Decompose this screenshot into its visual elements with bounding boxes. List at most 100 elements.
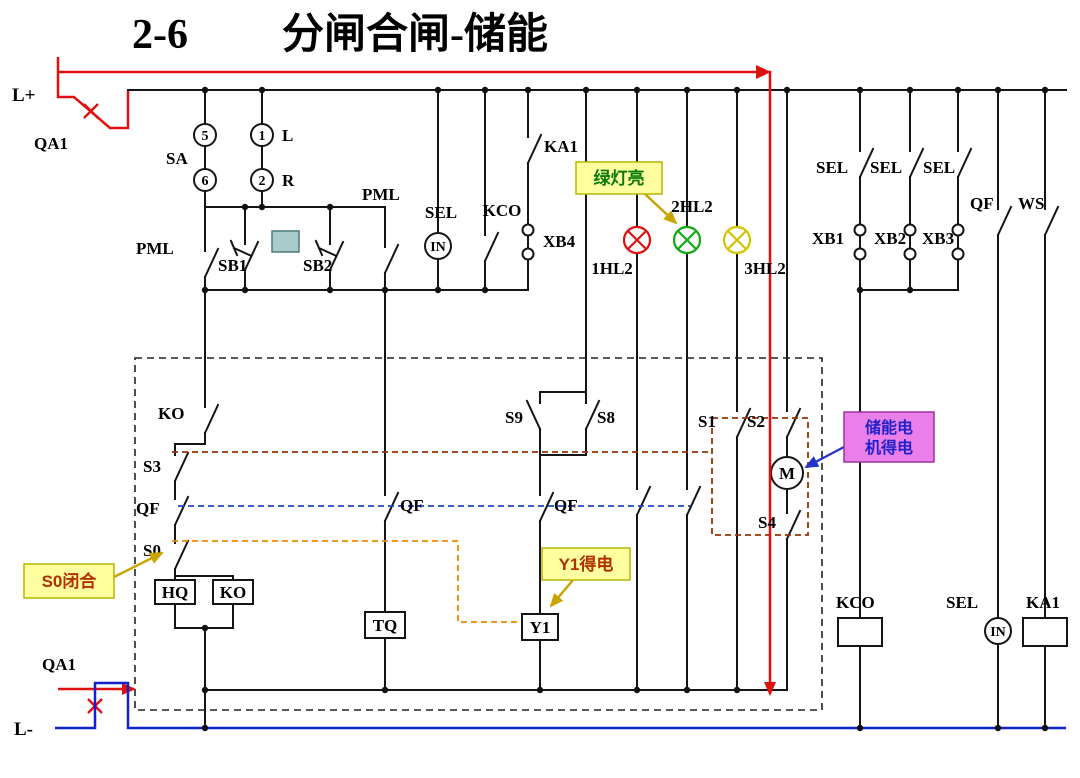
qa1-closed-x-top bbox=[82, 102, 100, 120]
label-sb1: SB1 bbox=[218, 256, 247, 275]
label-sel-1: SEL bbox=[816, 158, 848, 177]
coil-y1-label: Y1 bbox=[530, 618, 551, 637]
label-xb4: XB4 bbox=[543, 232, 576, 251]
label-sa-5: 5 bbox=[202, 129, 209, 144]
label-qf-mid: QF bbox=[554, 496, 578, 515]
indicator-in-bottom bbox=[984, 617, 1012, 645]
label-sa: SA bbox=[166, 149, 188, 168]
lamp-1hl2-red bbox=[622, 225, 652, 255]
contact-qf-left bbox=[174, 487, 189, 533]
qa1-breaker-red-path bbox=[56, 57, 130, 130]
green-lamp-callout-text: 绿灯亮 bbox=[594, 168, 645, 188]
label-pml-1: PML bbox=[136, 239, 174, 258]
label-s4: S4 bbox=[758, 513, 776, 532]
label-pml-2: PML bbox=[362, 185, 400, 204]
s0-callout-arrow bbox=[113, 551, 164, 579]
s1-s2-dashed-box bbox=[711, 417, 809, 536]
label-ka1-top: KA1 bbox=[544, 137, 578, 156]
coil-hq-box bbox=[154, 579, 196, 605]
motor-callout-arrow bbox=[804, 446, 845, 468]
label-xb1: XB1 bbox=[812, 229, 844, 248]
page-title: 分闸合闸-储能 bbox=[282, 11, 548, 58]
y1-callout-text: Y1得电 bbox=[559, 554, 614, 574]
components bbox=[154, 223, 1068, 647]
label-in-bottom: IN bbox=[990, 625, 1006, 640]
y1-callout-arrow bbox=[549, 579, 574, 608]
contact-ka1 bbox=[527, 125, 542, 171]
contact-sel-2 bbox=[909, 139, 924, 185]
label-sel-3: SEL bbox=[923, 158, 955, 177]
coil-kco-box bbox=[837, 617, 883, 647]
contact-ko bbox=[204, 395, 219, 441]
socket-xb3 bbox=[951, 223, 965, 261]
negative-rail bbox=[55, 681, 1066, 730]
label-qa1-bottom: QA1 bbox=[42, 655, 76, 674]
label-ka1-bottom: KA1 bbox=[1026, 593, 1060, 612]
mechanism-dashed-box bbox=[134, 357, 823, 711]
contact-s9 bbox=[526, 391, 541, 437]
label-s8: S8 bbox=[597, 408, 615, 427]
contact-sel-3 bbox=[957, 139, 972, 185]
coil-ko-label: KO bbox=[220, 583, 246, 602]
socket-xb1 bbox=[853, 223, 867, 261]
coil-hq-label: HQ bbox=[162, 583, 188, 602]
coil-ko-box bbox=[212, 579, 254, 605]
contact-s3 bbox=[174, 443, 189, 489]
coil-tq-box bbox=[364, 611, 406, 639]
s0-callout-text: S0闭合 bbox=[42, 571, 98, 591]
label-sa-2: 2 bbox=[259, 174, 266, 189]
sa-selector-switch bbox=[193, 123, 300, 253]
dashed-links bbox=[134, 357, 823, 711]
label-sb2: SB2 bbox=[303, 256, 332, 275]
label-sa-1: 1 bbox=[259, 129, 266, 144]
label-ko-contact: KO bbox=[158, 404, 184, 423]
label-qf-tq: QF bbox=[400, 496, 424, 515]
s0-callout-box bbox=[23, 563, 115, 599]
label-l-plus: L+ bbox=[12, 85, 36, 106]
label-sel-2: SEL bbox=[870, 158, 902, 177]
title-number: 2-6 bbox=[132, 12, 188, 58]
label-l-minus: L- bbox=[14, 719, 33, 740]
callouts: 绿灯亮 S0闭合 Y1得电 储能电 机得电 bbox=[23, 161, 935, 608]
label-s1: S1 bbox=[698, 412, 716, 431]
socket-xb2 bbox=[903, 223, 917, 261]
labels: 2-6 分闸合闸-储能 L+ L- QA1 QA1 SA 5 1 6 2 L R… bbox=[12, 11, 1060, 740]
label-qf-left: QF bbox=[136, 499, 160, 518]
label-3hl2: 3HL2 bbox=[744, 259, 786, 278]
link-line-orange bbox=[172, 540, 518, 623]
label-in-top: IN bbox=[430, 240, 446, 255]
label-kco-bottom: KCO bbox=[836, 593, 875, 612]
contact-pml-2 bbox=[384, 235, 399, 281]
lamp-2hl2-green bbox=[672, 225, 702, 255]
label-s2: S2 bbox=[747, 412, 765, 431]
label-s9: S9 bbox=[505, 408, 523, 427]
label-xb2: XB2 bbox=[874, 229, 906, 248]
button-cap-block bbox=[271, 230, 300, 253]
contact-ws bbox=[1044, 197, 1059, 243]
motor-m-label: M bbox=[779, 464, 795, 483]
indicator-in-top bbox=[424, 232, 452, 260]
contact-kco bbox=[484, 223, 499, 269]
motor-callout-line1: 储能电 bbox=[864, 418, 913, 437]
lamp-3hl2-yellow bbox=[722, 225, 752, 255]
contact-pml-1 bbox=[204, 239, 219, 285]
label-s3: S3 bbox=[143, 457, 161, 476]
label-sa-r: R bbox=[282, 171, 295, 190]
label-qf-right: QF bbox=[970, 194, 994, 213]
green-callout-arrow bbox=[644, 193, 678, 225]
contact-s0 bbox=[174, 531, 189, 577]
coil-y1-box bbox=[521, 613, 559, 641]
coil-ka1-box bbox=[1022, 617, 1068, 647]
label-xb3: XB3 bbox=[922, 229, 954, 248]
label-ws: WS bbox=[1018, 194, 1044, 213]
y1-callout-box bbox=[541, 547, 631, 581]
label-1hl2: 1HL2 bbox=[591, 259, 633, 278]
label-sa-6: 6 bbox=[202, 174, 209, 189]
contact-qf-right bbox=[997, 197, 1012, 243]
label-2hl2: 2HL2 bbox=[671, 197, 713, 216]
junction-dots bbox=[201, 86, 1049, 732]
contact-lamp2-aux bbox=[686, 477, 701, 523]
socket-xb4 bbox=[521, 223, 535, 261]
